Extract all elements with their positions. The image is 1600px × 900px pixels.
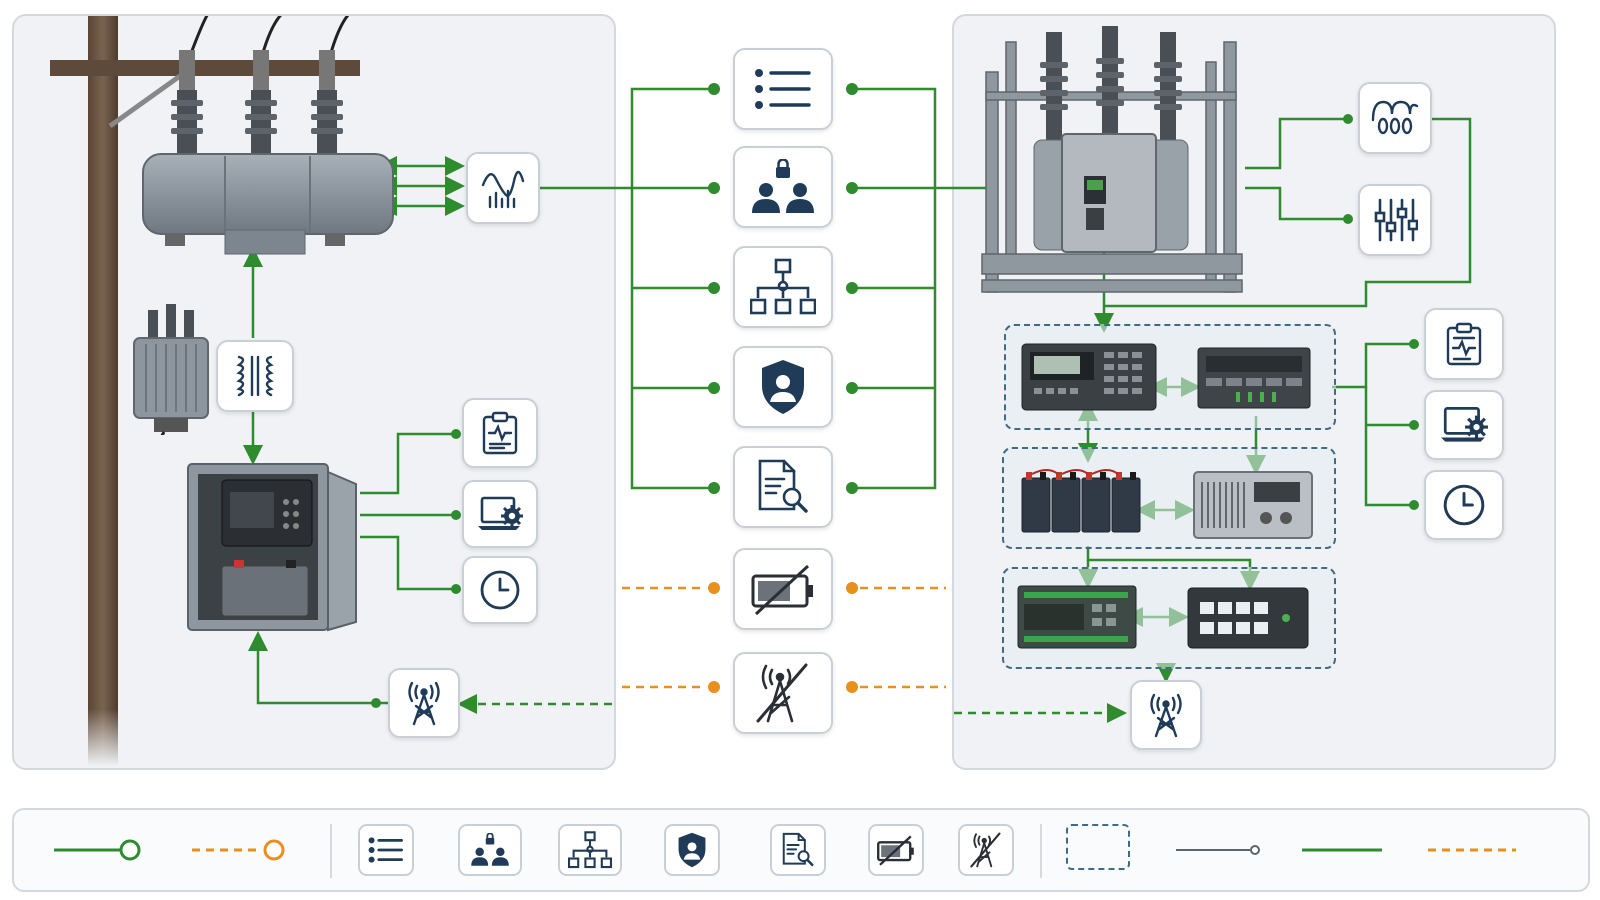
tower-disabled-icon (756, 663, 808, 723)
legend-shield-user (664, 824, 720, 876)
radio-tower-icon (408, 681, 440, 726)
document-search-icon (782, 832, 814, 867)
tower-disabled-tile[interactable] (733, 652, 833, 734)
laptop-gear-tile-left[interactable] (462, 480, 538, 548)
clipboard-tile-right[interactable] (1424, 308, 1504, 380)
clipboard-tile-left[interactable] (462, 398, 538, 468)
waveform-tile[interactable] (466, 152, 540, 224)
waveform-icon (481, 170, 525, 209)
legend-list (358, 824, 414, 876)
transformer-icon (236, 355, 274, 397)
hierarchy-icon (750, 258, 816, 315)
clock-tile-right[interactable] (1424, 470, 1504, 540)
shield-user-icon (678, 832, 706, 868)
radio-tower-tile-right[interactable] (1130, 680, 1202, 750)
coil-icon (1371, 100, 1419, 135)
list-icon (368, 837, 403, 863)
legend-separator (330, 824, 332, 878)
user-lock-tile[interactable] (733, 146, 833, 228)
clipboard-chart-icon (1446, 322, 1482, 366)
shield-user-tile[interactable] (733, 346, 833, 428)
user-lock-icon (752, 159, 814, 213)
legend-document-search (770, 824, 826, 876)
clipboard-chart-icon (482, 411, 518, 455)
transformer-tile[interactable] (216, 340, 294, 412)
shield-user-icon (762, 360, 804, 414)
pole-recloser (142, 50, 394, 255)
battery-bank (1021, 469, 1141, 533)
legend-bar (12, 808, 1590, 892)
legend-hierarchy (558, 824, 622, 876)
solid-link-symbol (54, 839, 141, 861)
clock-tile-left[interactable] (462, 556, 538, 624)
legend-user-lock (458, 824, 522, 876)
laptop-gear-icon (478, 496, 523, 530)
power-supply (1193, 471, 1313, 539)
dashed-link-symbol (192, 839, 285, 861)
legend-separator (1040, 824, 1042, 878)
list-tile[interactable] (733, 48, 833, 130)
solid-line-symbol (1302, 848, 1382, 852)
legend-battery-disabled (868, 824, 924, 876)
clock-icon (480, 570, 520, 610)
dashed-group-symbol (1066, 824, 1130, 870)
document-search-icon (758, 459, 808, 513)
sliders-icon (1374, 198, 1418, 242)
battery-disabled-icon (751, 564, 813, 616)
tower-disabled-icon (970, 832, 1001, 868)
protection-relay (1197, 347, 1311, 409)
coil-tile[interactable] (1358, 82, 1432, 154)
relay-controller (1021, 343, 1157, 411)
document-search-tile[interactable] (733, 446, 833, 528)
radio-tower-icon (1150, 693, 1182, 738)
utility-pole (50, 16, 360, 766)
laptop-gear-icon (1441, 406, 1488, 442)
battery-disabled-icon (877, 835, 914, 866)
thin-link-symbol (1176, 845, 1260, 855)
io-controller (1017, 585, 1137, 649)
radio-tower-tile-left[interactable] (388, 668, 460, 738)
control-cabinet (187, 463, 357, 632)
user-lock-icon (471, 833, 509, 866)
hierarchy-tile[interactable] (733, 246, 833, 328)
battery-disabled-tile[interactable] (733, 548, 833, 630)
list-icon (755, 69, 811, 109)
dashed-line-symbol (1428, 848, 1516, 852)
potential-transformer (133, 304, 209, 435)
clock-icon (1443, 484, 1485, 526)
laptop-gear-tile-right[interactable] (1424, 390, 1504, 460)
legend-tower-disabled (958, 824, 1014, 876)
sliders-tile[interactable] (1358, 184, 1432, 256)
network-switch (1187, 587, 1309, 649)
substation-breaker (981, 26, 1243, 293)
hierarchy-icon (568, 831, 612, 869)
